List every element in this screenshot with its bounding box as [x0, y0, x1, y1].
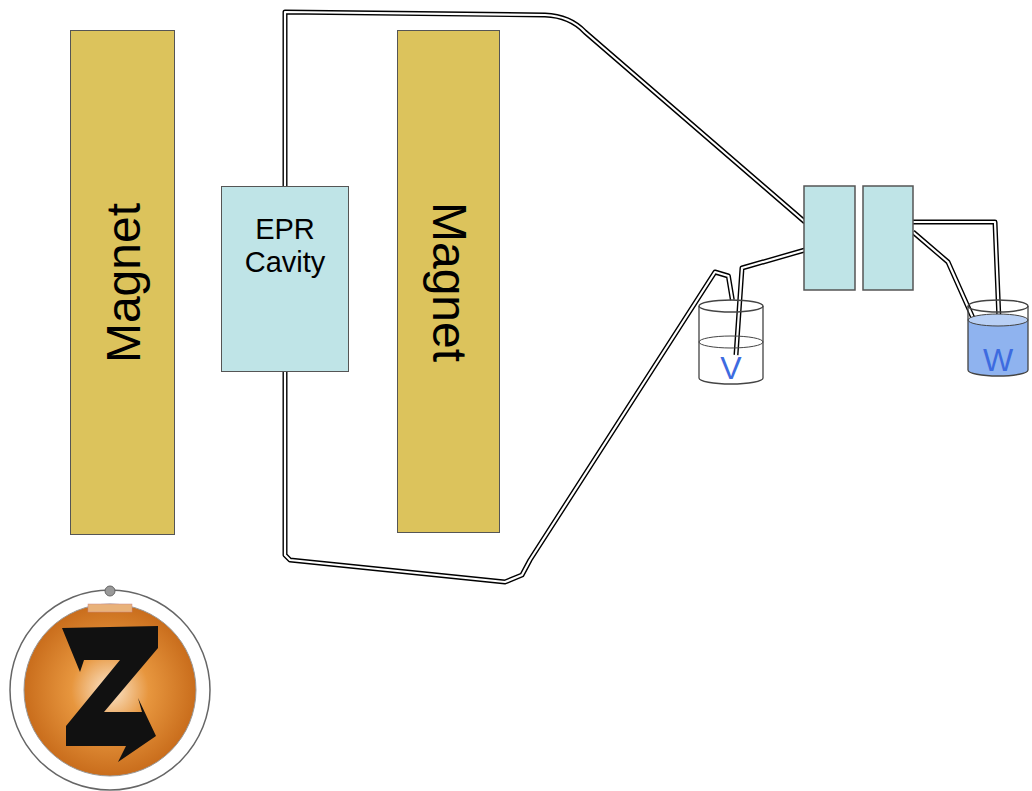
- magnet-block: Magnet: [70, 30, 175, 535]
- beaker: V: [697, 298, 765, 386]
- epr-cavity: EPR Cavity: [221, 186, 349, 372]
- node-label: Magnet: [421, 201, 476, 361]
- pump-head: [804, 186, 855, 290]
- pump-head: [863, 186, 913, 290]
- logo: [10, 586, 210, 790]
- beaker-label: W: [966, 344, 1030, 376]
- node-label: Magnet: [95, 202, 150, 362]
- beaker: W: [966, 298, 1030, 378]
- node-label: EPR Cavity: [222, 213, 348, 280]
- magnet-block: Magnet: [397, 30, 500, 533]
- beaker-label: V: [697, 352, 765, 384]
- tubing-connector: [285, 272, 732, 582]
- tubing: [285, 12, 1000, 355]
